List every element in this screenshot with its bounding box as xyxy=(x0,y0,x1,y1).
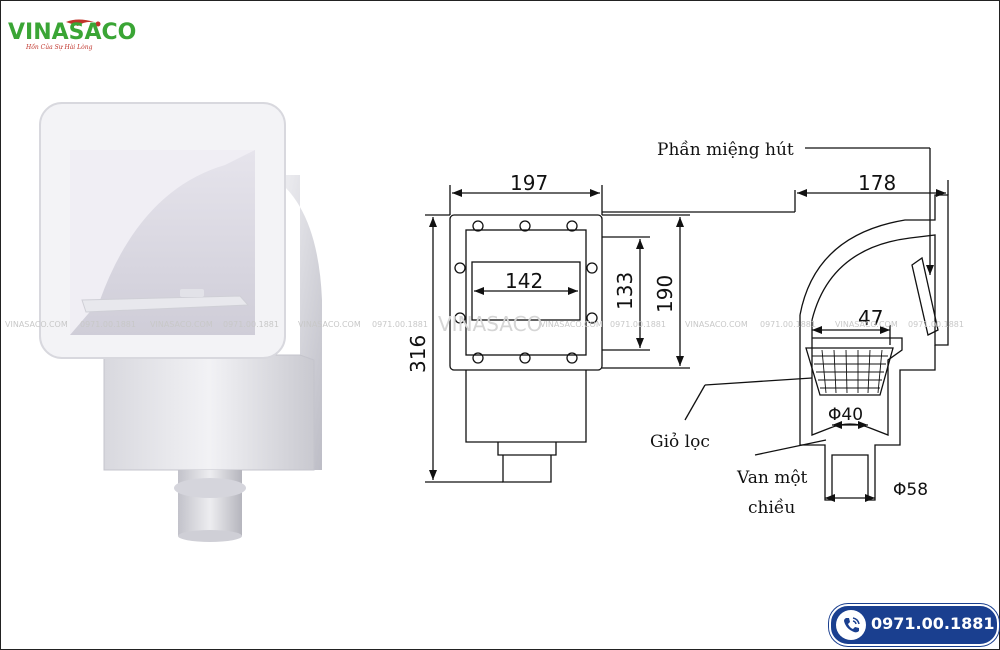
dim-outlet-diameter: Φ58 xyxy=(893,480,928,500)
watermark-phone: 0971.00.1881 xyxy=(610,320,666,329)
watermark-phone: 0971.00.1881 xyxy=(223,320,279,329)
watermark-phone: 0971.00.1881 xyxy=(760,320,816,329)
label-basket: Giỏ lọc xyxy=(650,432,710,452)
watermark-site: VINASACO.COM xyxy=(5,320,68,329)
dim-side-depth: 178 xyxy=(858,171,896,195)
dim-opening-height: 133 xyxy=(613,272,637,310)
phone-icon xyxy=(836,610,866,640)
basket-grid xyxy=(812,349,888,394)
watermark-site: VINASACO.COM xyxy=(298,320,361,329)
brand-tagline: Hồn Của Sự Hài Lòng xyxy=(26,44,93,51)
dim-total-height: 316 xyxy=(406,335,430,373)
hotline-button[interactable]: 0971.00.1881 xyxy=(829,604,999,646)
watermark-site: VINASACO.COM xyxy=(540,320,603,329)
dim-flange-height: 190 xyxy=(653,275,677,313)
brand-name: VINASACO xyxy=(8,20,137,45)
label-mouth: Phần miệng hút xyxy=(657,140,794,160)
watermark-site: VINASACO.COM xyxy=(835,320,898,329)
label-valve-line2: chiều xyxy=(748,498,795,518)
label-valve-line1: Van một xyxy=(736,468,808,488)
watermark-site: VINASACO.COM xyxy=(150,320,213,329)
watermark-site: VINASACO.COM xyxy=(685,320,748,329)
watermark-center: VINASACO xyxy=(438,312,543,336)
dim-basket-depth: 47 xyxy=(858,306,883,330)
dim-basket-diameter: Φ40 xyxy=(828,405,863,425)
screw-heads xyxy=(454,220,598,364)
dim-front-width: 197 xyxy=(510,171,548,195)
dim-opening-width: 142 xyxy=(505,269,543,293)
watermark-phone: 0971.00.1881 xyxy=(908,320,964,329)
vinasaco-logo xyxy=(8,18,118,58)
hotline-number: 0971.00.1881 xyxy=(871,614,995,633)
watermark-phone: 0971.00.1881 xyxy=(80,320,136,329)
swimmer-icon xyxy=(66,19,101,27)
watermark-phone: 0971.00.1881 xyxy=(372,320,428,329)
